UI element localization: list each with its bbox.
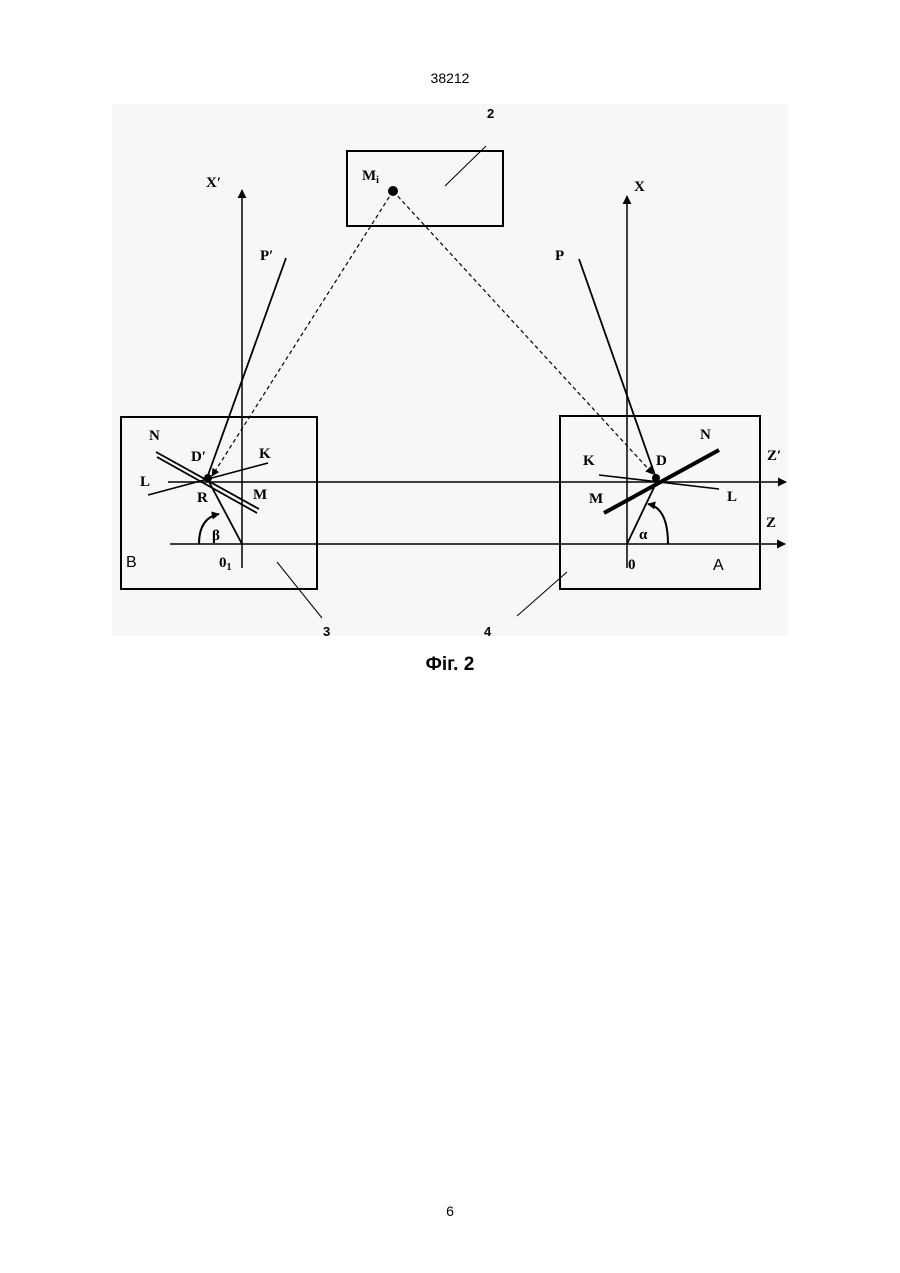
label-left-m: M (253, 487, 267, 503)
label-z: Z (766, 515, 776, 531)
label-x: X (634, 179, 645, 195)
label-p: P (555, 248, 564, 264)
label-right-n: N (700, 427, 711, 443)
label-right-k: K (583, 453, 595, 469)
point-d (652, 474, 660, 482)
figure-caption: Фіг. 2 (0, 654, 900, 676)
label-block-b: B (126, 554, 137, 571)
label-z-prime: Z′ (767, 448, 781, 464)
label-right-m: M (589, 491, 603, 507)
callout-4: 4 (484, 624, 492, 639)
label-left-n: N (149, 428, 160, 444)
label-left-r: R (197, 490, 208, 506)
label-block-a: A (713, 557, 724, 574)
point-d-prime (204, 474, 212, 482)
label-d: D (656, 453, 667, 469)
label-o: 0 (628, 557, 636, 573)
label-right-l: L (727, 489, 737, 505)
page-number-bottom: 6 (0, 1203, 900, 1219)
label-left-k: K (259, 446, 271, 462)
label-left-l: L (140, 474, 150, 490)
label-p-prime: P′ (260, 248, 273, 264)
label-x-prime: X′ (206, 175, 221, 191)
label-d-prime: D′ (191, 449, 206, 465)
label-alpha: α (639, 527, 648, 543)
callout-2: 2 (487, 106, 494, 121)
callout-3: 3 (323, 624, 330, 639)
label-beta: β (212, 528, 220, 544)
